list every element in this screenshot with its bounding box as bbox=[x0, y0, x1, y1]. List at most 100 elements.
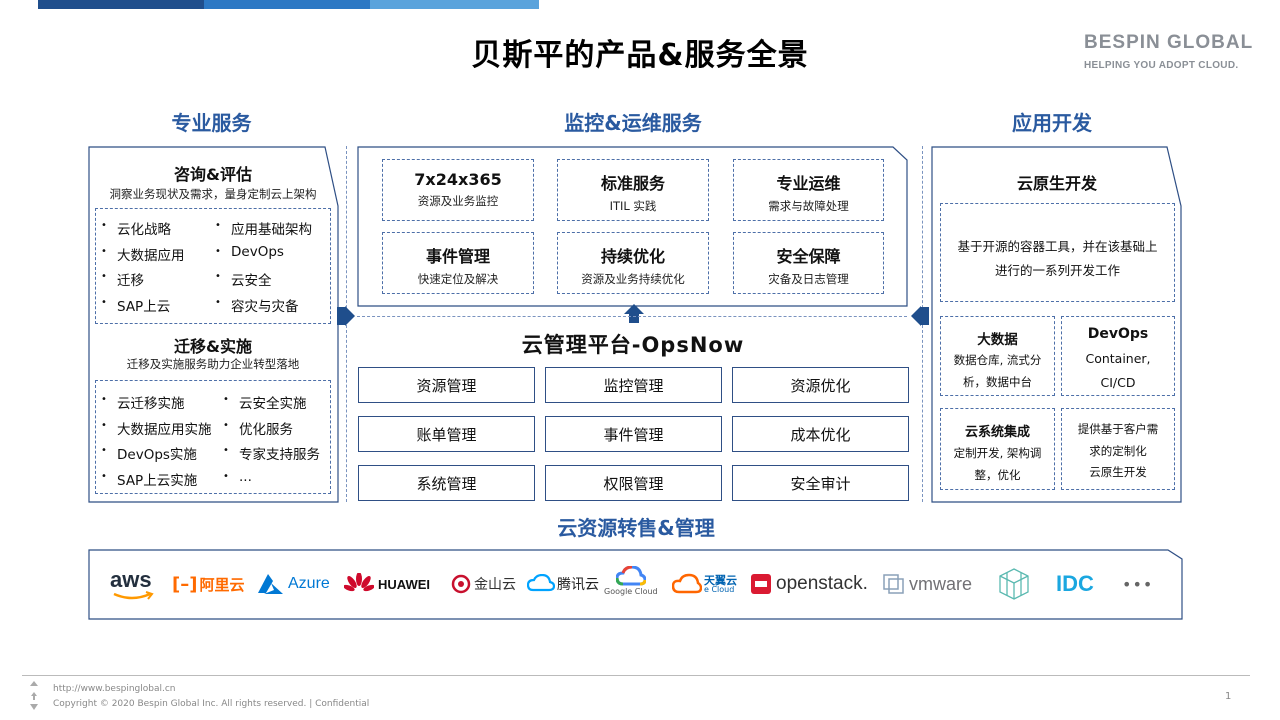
custom-dev-line3: 云原生开发 bbox=[1089, 465, 1147, 479]
tianyi-text: 天翼云 bbox=[704, 573, 737, 587]
migrate-desc: 迁移及实施服务助力企业转型落地 bbox=[126, 357, 300, 371]
arrow-left-head bbox=[911, 306, 921, 326]
tianyi-cloud-icon bbox=[672, 573, 702, 594]
kingsoft-icon bbox=[451, 574, 471, 594]
integration-line1: 定制开发, 架构调 bbox=[953, 446, 1042, 460]
bigdata-line1: 数据仓库, 流式分 bbox=[953, 353, 1042, 367]
datacenter-icon bbox=[998, 567, 1030, 601]
custom-dev-box bbox=[1061, 408, 1175, 490]
service-title: 标准服务 bbox=[600, 174, 665, 193]
huawei-logo: HUAWEI bbox=[344, 567, 430, 601]
heading-monitoring-ops: 监控&运维服务 bbox=[564, 111, 702, 135]
kingsoft-logo: 金山云 bbox=[450, 567, 516, 601]
aliyun-text: 阿里云 bbox=[199, 575, 245, 594]
arrow-left-icon bbox=[921, 307, 929, 325]
consult-list-item: 云化战略 bbox=[101, 218, 171, 238]
platform-item: 安全审计 bbox=[732, 465, 909, 501]
monitoring-panel-frame bbox=[357, 146, 908, 307]
brand-name: BESPIN GLOBAL bbox=[1084, 32, 1254, 53]
migrate-list-item: DevOps实施 bbox=[101, 443, 197, 463]
vmware-logo: vmware bbox=[882, 567, 972, 601]
consult-list-item: 云安全 bbox=[215, 269, 271, 289]
migrate-list-item: 云迁移实施 bbox=[101, 392, 184, 412]
service-desc: ITIL 实践 bbox=[609, 199, 657, 213]
idc-logo: IDC bbox=[1056, 567, 1094, 601]
migrate-list-item: ... bbox=[223, 469, 252, 485]
heading-resale: 云资源转售&管理 bbox=[557, 516, 715, 540]
idc-text: IDC bbox=[1056, 571, 1094, 596]
page-title: 贝斯平的产品&服务全景 bbox=[471, 38, 809, 73]
openstack-icon bbox=[751, 574, 771, 594]
huawei-text: HUAWEI bbox=[378, 576, 430, 592]
more-logos-ellipsis: ••• bbox=[1122, 567, 1153, 601]
consult-list-item: 大数据应用 bbox=[101, 244, 184, 264]
service-title: 7x24x365 bbox=[414, 170, 502, 189]
google-cloud-text: Google Cloud bbox=[604, 587, 658, 596]
top-bar-segment-3 bbox=[370, 0, 539, 9]
platform-item: 账单管理 bbox=[358, 416, 535, 452]
heading-app-dev: 应用开发 bbox=[1012, 111, 1092, 135]
aliyun-logo: [–] 阿里云 bbox=[172, 567, 244, 601]
service-title: 专业运维 bbox=[776, 174, 841, 193]
consult-list-item: 迁移 bbox=[101, 269, 144, 289]
integration-line2: 整，优化 bbox=[974, 468, 1021, 482]
tencent-logo: 腾讯云 bbox=[527, 567, 599, 601]
openstack-text: openstack. bbox=[776, 573, 868, 594]
integration-box bbox=[940, 408, 1055, 490]
service-desc: 资源及业务持续优化 bbox=[581, 272, 685, 286]
devops-title: DevOps bbox=[1087, 326, 1149, 342]
service-desc: 需求与故障处理 bbox=[768, 199, 849, 213]
platform-item: 成本优化 bbox=[732, 416, 909, 452]
platform-item: 权限管理 bbox=[545, 465, 722, 501]
vmware-text: vmware bbox=[909, 573, 973, 594]
bigdata-box bbox=[940, 316, 1055, 396]
ellipsis-text: ••• bbox=[1122, 574, 1154, 594]
migrate-list-item: SAP上云实施 bbox=[101, 469, 197, 489]
footer-divider bbox=[22, 675, 1250, 676]
service-card: 持续优化资源及业务持续优化 bbox=[557, 232, 709, 294]
aws-text: aws bbox=[110, 567, 152, 592]
tianyi-sub: e Cloud bbox=[704, 584, 735, 594]
service-card: 专业运维需求与故障处理 bbox=[733, 159, 884, 221]
custom-dev-line2: 求的定制化 bbox=[1089, 444, 1147, 458]
service-desc: 快速定位及解决 bbox=[417, 272, 499, 286]
cloud-native-line1: 基于开源的容器工具，并在该基础上 bbox=[957, 239, 1158, 254]
brand-logo: BESPIN GLOBAL HELPING YOU ADOPT CLOUD. bbox=[1084, 32, 1253, 71]
migrate-list-item: 大数据应用实施 bbox=[101, 418, 211, 438]
platform-item: 事件管理 bbox=[545, 416, 722, 452]
tencent-text: 腾讯云 bbox=[557, 577, 599, 593]
integration-title: 云系统集成 bbox=[964, 425, 1030, 440]
arrow-right-icon bbox=[337, 307, 345, 325]
top-bar-segment-2 bbox=[204, 0, 370, 9]
brand-tagline: HELPING YOU ADOPT CLOUD. bbox=[1084, 60, 1239, 71]
platform-divider bbox=[357, 316, 907, 317]
cloud-native-title: 云原生开发 bbox=[1016, 174, 1097, 193]
devops-line2: CI/CD bbox=[1100, 375, 1136, 390]
service-card: 事件管理快速定位及解决 bbox=[382, 232, 534, 294]
custom-dev-line1: 提供基于客户需 bbox=[1077, 422, 1159, 436]
footer-url: http://www.bespinglobal.cn bbox=[53, 684, 176, 694]
service-title: 安全保障 bbox=[776, 247, 841, 266]
migrate-title: 迁移&实施 bbox=[174, 337, 252, 356]
aws-logo: aws bbox=[110, 567, 156, 601]
bigdata-title: 大数据 bbox=[977, 332, 1018, 348]
platform-title: 云管理平台-OpsNow bbox=[521, 333, 745, 357]
arrow-up-icon bbox=[624, 304, 644, 314]
footer-bespin-icon bbox=[30, 681, 38, 710]
service-card: 标准服务 ITIL 实践 bbox=[557, 159, 709, 221]
migrate-list-item: 云安全实施 bbox=[223, 392, 306, 412]
devops-line1: Container, bbox=[1085, 351, 1151, 366]
migrate-list-item: 优化服务 bbox=[223, 418, 293, 438]
platform-item: 监控管理 bbox=[545, 367, 722, 403]
google-cloud-icon bbox=[615, 566, 646, 586]
platform-item: 系统管理 bbox=[358, 465, 535, 501]
tencent-cloud-icon bbox=[527, 574, 555, 592]
kingsoft-text: 金山云 bbox=[474, 577, 516, 593]
migrate-list-box bbox=[95, 380, 331, 494]
platform-item: 资源优化 bbox=[732, 367, 909, 403]
aliyun-bracket-icon: [–] bbox=[172, 573, 198, 595]
cloud-native-line2: 进行的一系列开发工作 bbox=[994, 263, 1120, 278]
consult-desc: 洞察业务现状及需求，量身定制云上架构 bbox=[109, 187, 317, 201]
azure-text: Azure bbox=[288, 575, 330, 592]
